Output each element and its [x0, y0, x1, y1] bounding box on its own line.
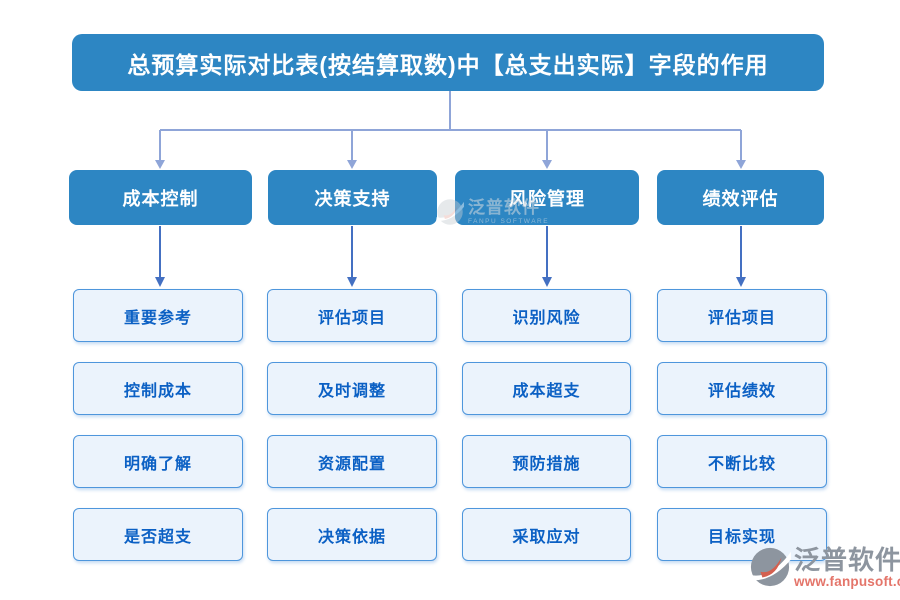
leaf-node: 重要参考 — [73, 289, 243, 342]
leaf-node: 评估项目 — [657, 289, 827, 342]
leaf-node: 评估项目 — [267, 289, 437, 342]
leaf-node: 资源配置 — [267, 435, 437, 488]
arrowheads-dark — [155, 277, 746, 287]
leaf-node: 目标实现 — [657, 508, 827, 561]
leaf-node: 及时调整 — [267, 362, 437, 415]
leaf-node: 明确了解 — [73, 435, 243, 488]
leaf-node: 是否超支 — [73, 508, 243, 561]
footer-watermark-url: www.fanpusoft.com — [794, 574, 900, 589]
branch-header-decision-support: 决策支持 — [268, 170, 437, 225]
arrowheads-light — [155, 160, 746, 169]
leaf-node: 决策依据 — [267, 508, 437, 561]
tree-connector-light — [159, 91, 742, 161]
diagram-title: 总预算实际对比表(按结算取数)中【总支出实际】字段的作用 — [72, 34, 824, 91]
branch-arrows-dark — [159, 226, 742, 278]
branch-header-cost-control: 成本控制 — [69, 170, 252, 225]
branch-header-risk-management: 风险管理 — [455, 170, 639, 225]
branch-header-performance-eval: 绩效评估 — [657, 170, 824, 225]
leaf-node: 识别风险 — [462, 289, 631, 342]
leaf-node: 预防措施 — [462, 435, 631, 488]
leaf-node: 采取应对 — [462, 508, 631, 561]
leaf-node: 评估绩效 — [657, 362, 827, 415]
leaf-node: 成本超支 — [462, 362, 631, 415]
leaf-node: 不断比较 — [657, 435, 827, 488]
leaf-node: 控制成本 — [73, 362, 243, 415]
